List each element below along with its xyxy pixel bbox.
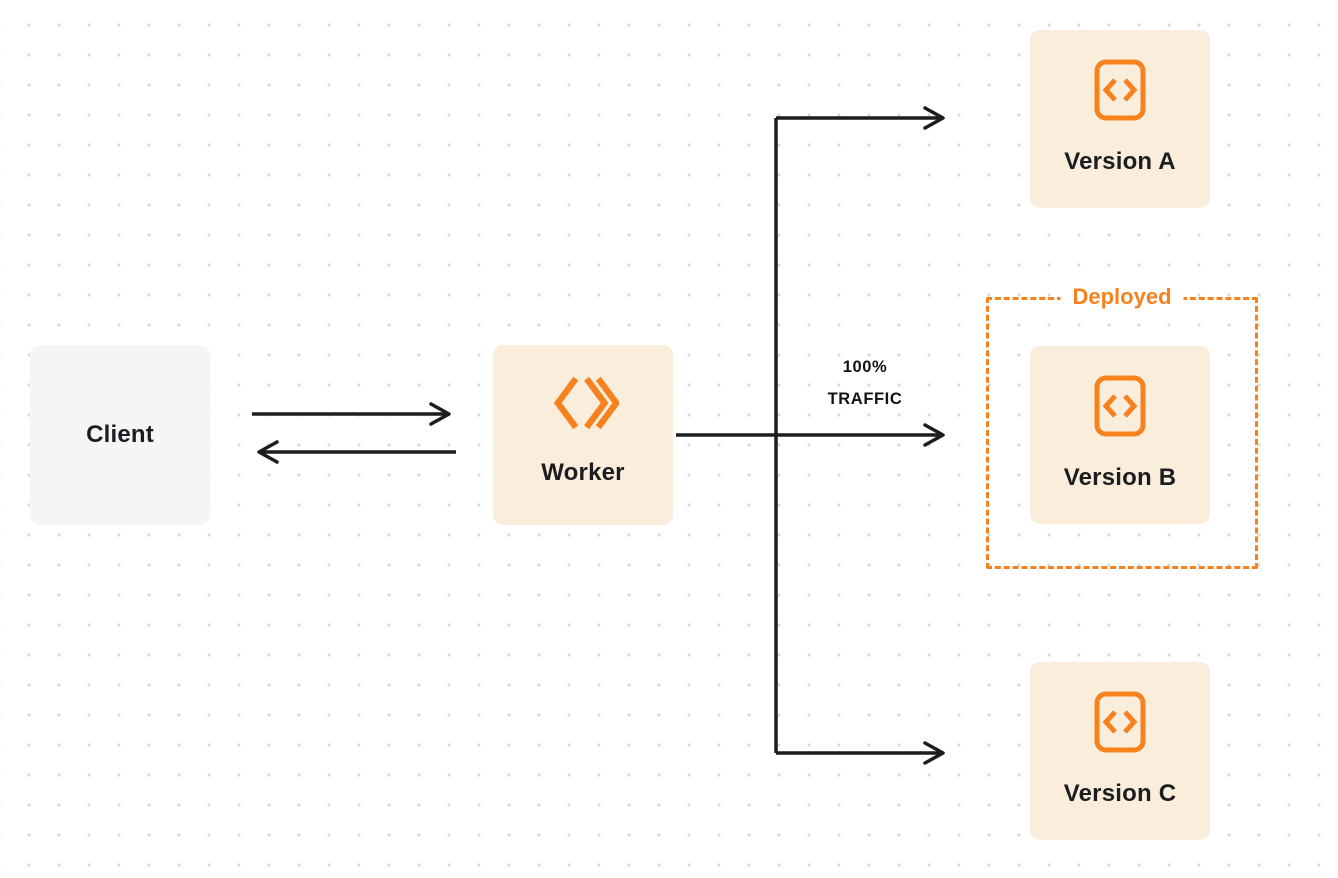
code-brackets-icon [1090, 374, 1150, 438]
worker-node: Worker [493, 345, 673, 525]
client-label: Client [86, 421, 154, 448]
version-b-label: Version B [1063, 464, 1177, 491]
version-a-node: Version A [1030, 30, 1210, 208]
version-c-node: Version C [1030, 662, 1210, 840]
worker-label: Worker [541, 459, 625, 486]
traffic-annotation-line1: 100% [842, 358, 888, 376]
version-a-label: Version A [1064, 148, 1176, 175]
traffic-annotation-line2: TRAFFIC [827, 390, 903, 408]
version-c-label: Version C [1063, 780, 1177, 807]
workers-logo-icon [547, 373, 619, 433]
deployed-label: Deployed [1060, 284, 1184, 310]
version-b-node: Version B [1030, 346, 1210, 524]
client-node: Client [30, 345, 210, 525]
code-brackets-icon [1090, 690, 1150, 754]
code-brackets-icon [1090, 58, 1150, 122]
traffic-annotation: 100% TRAFFIC [792, 351, 938, 415]
deployed-region: Deployed [986, 284, 1258, 569]
